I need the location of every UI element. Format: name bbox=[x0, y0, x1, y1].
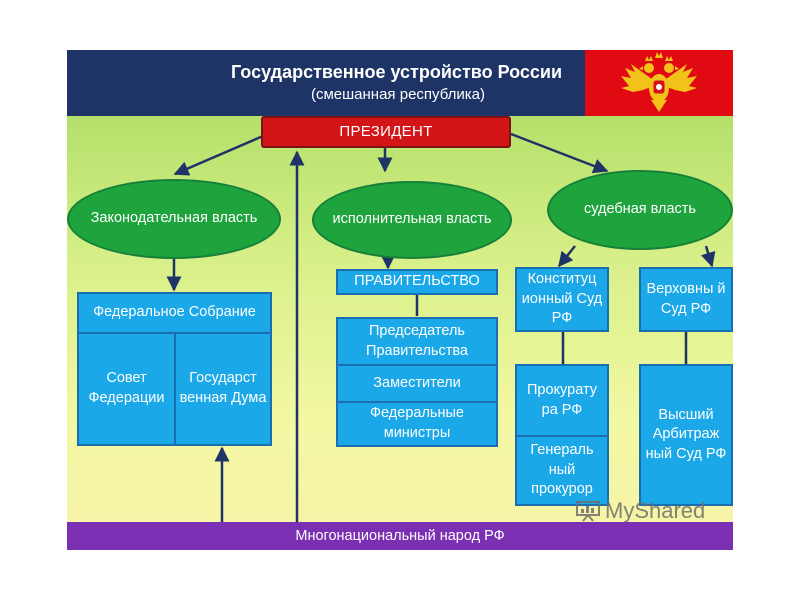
judicial-branch-oval: судебная власть bbox=[547, 170, 733, 250]
ministries-box: Федеральные министры bbox=[336, 401, 498, 447]
connector-arrows bbox=[166, 132, 716, 522]
title-banner: Государственное устройство России (смеша… bbox=[67, 50, 585, 116]
prosecutor-office-box: Прокурату ра РФ bbox=[515, 364, 609, 437]
coat-of-arms bbox=[585, 50, 733, 116]
slide: Государственное устройство России (смеша… bbox=[67, 50, 733, 550]
deputies-box: Заместители bbox=[336, 364, 498, 403]
page-title: Государственное устройство России bbox=[231, 62, 563, 82]
watermark: MyShared bbox=[575, 498, 705, 524]
state-duma-box: Государст венная Дума bbox=[174, 332, 272, 446]
constitutional-court-box: Конституц ионный Суд РФ bbox=[515, 267, 609, 332]
arbitration-court-box: Высший Арбитраж ный Суд РФ bbox=[639, 364, 733, 506]
page-subtitle: (смешанная республика) bbox=[311, 86, 485, 103]
people-banner: Многонациональный народ РФ bbox=[67, 522, 733, 550]
presentation-icon bbox=[576, 501, 600, 522]
federal-assembly-box: Федеральное Собрание bbox=[77, 292, 272, 334]
government-box: ПРАВИТЕЛЬСТВО bbox=[336, 269, 498, 295]
legislative-branch-oval: Законодательная власть bbox=[67, 179, 281, 259]
double-headed-eagle-icon bbox=[621, 52, 697, 112]
executive-branch-oval: исполнительная власть bbox=[312, 181, 512, 259]
watermark-text: MyShared bbox=[605, 498, 706, 523]
supreme-court-box: Верховны й Суд РФ bbox=[639, 267, 733, 332]
chairman-box: Председатель Правительства bbox=[336, 317, 498, 366]
president-box: ПРЕЗИДЕНТ bbox=[261, 116, 511, 148]
prosecutor-general-box: Генераль ный прокурор bbox=[515, 435, 609, 506]
federation-council-box: Совет Федерации bbox=[77, 332, 176, 446]
